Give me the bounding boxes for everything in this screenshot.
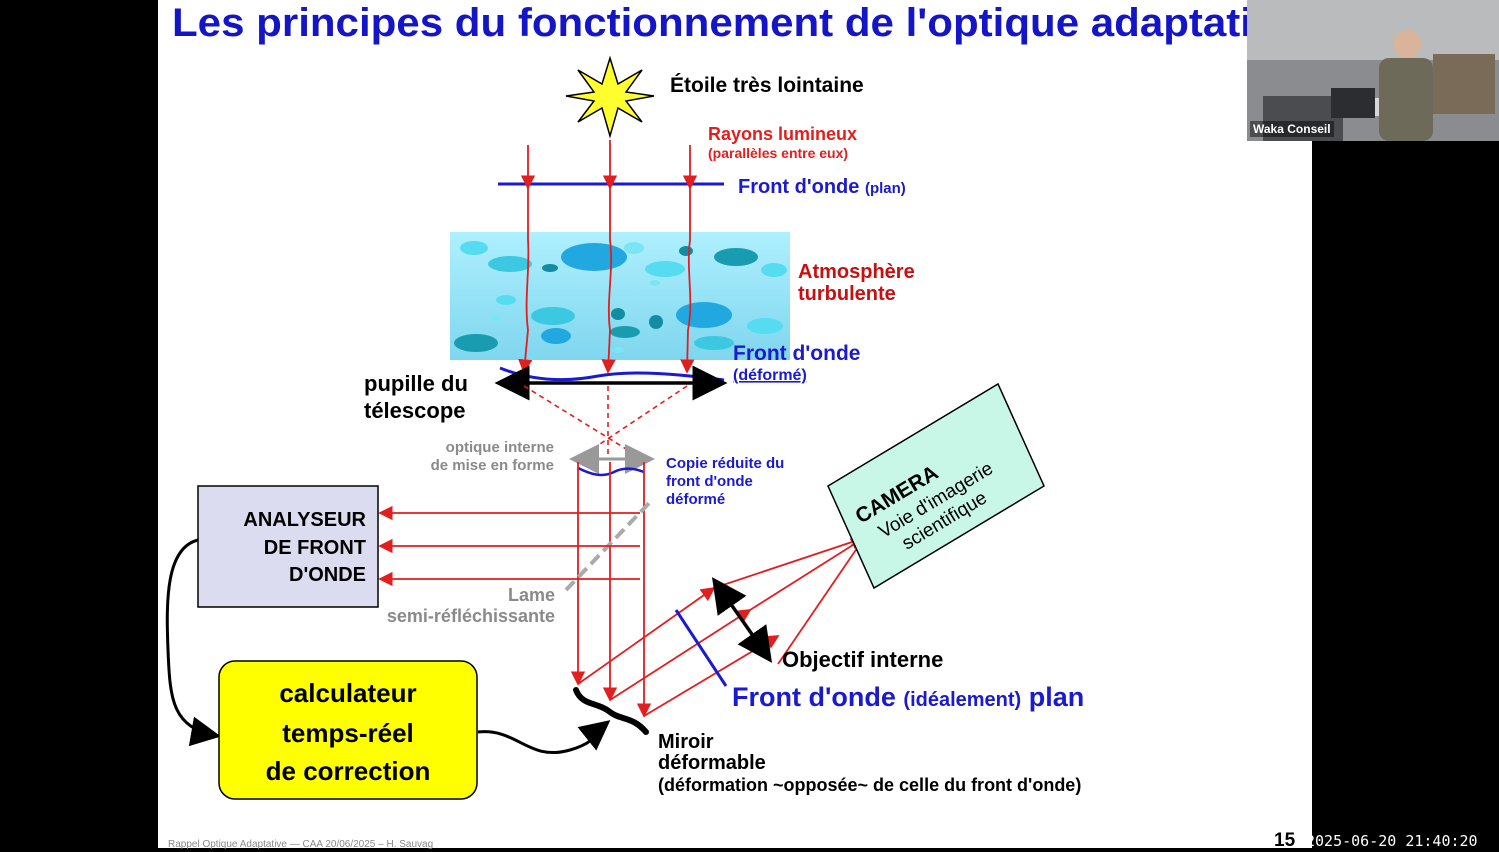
webcam-video [1247,0,1499,141]
atmosphere-label-2: turbulente [798,283,896,305]
recording-timestamp: 2025-06-20 21:40:20 [1306,832,1478,850]
corrected-wavefront [674,609,728,687]
analyser-label-3: D'ONDE [289,564,366,586]
analyser-to-calculator-link [165,538,221,747]
calculator-label-3: de correction [266,756,431,786]
copy-label-3: déformé [666,491,725,508]
rays-sublabel: (parallèles entre eux) [708,145,848,161]
copy-label-1: Copie réduite du [666,455,784,472]
science-camera: CAMERA Voie d'imagerie scientifique [827,382,1045,590]
beam-splitter-label-2: semi-réfléchissante [387,606,555,626]
rays-label: Rayons lumineux [708,124,857,144]
internal-objective [711,577,773,663]
webcam-thumbnail[interactable]: Waka Conseil [1247,0,1499,141]
slide-title: Les principes du fonctionnement de l'opt… [172,1,1252,45]
mirror-label-3: (déformation ~opposée~ de celle du front… [658,775,1081,795]
beam-splitter [564,498,654,592]
wavefront-analyser: ANALYSEUR DE FRONT D'ONDE [197,485,379,608]
pupil-label-1: pupille du [364,371,468,396]
deformed-wavefront-label: Front d'onde [733,342,860,365]
calculator-label-2: temps-réel [282,718,414,748]
analyser-label-2: DE FRONT [264,537,366,559]
diagram: Les principes du fonctionnement de l'opt… [165,1,1252,800]
atmosphere-label-1: Atmosphère [798,261,915,283]
calculator-to-mirror-link [477,720,611,754]
mirror-label-2: déformable [658,752,766,774]
pupil-label-2: télescope [364,398,466,423]
internal-optics-label-1: optique interne [446,439,554,456]
incoming-rays [518,140,698,374]
webcam-label: Waka Conseil [1250,121,1334,137]
internal-optics-label-2: de mise en forme [431,457,554,474]
calculator-label-1: calculateur [279,678,416,708]
realtime-calculator: calculateur temps-réel de correction [218,660,478,800]
mirror-label-1: Miroir [658,731,714,753]
analyser-label-1: ANALYSEUR [243,509,366,531]
slide: Les principes du fonctionnement de l'opt… [158,0,1312,848]
objective-label: Objectif interne [782,647,943,672]
deformed-wavefront-sublabel: (déformé) [733,367,807,384]
deformable-mirror [573,687,649,735]
beam-splitter-label-1: Lame [508,585,555,605]
analyser-rays [378,505,640,587]
plane-wavefront-label: Front d'onde (plan) [738,176,906,198]
page-number: 15 [1274,830,1296,851]
star-label: Étoile très lointaine [670,74,864,97]
star-icon [565,55,655,139]
deformed-wavefront [499,366,725,382]
copy-label-2: front d'onde [666,473,753,490]
slide-footer: Rappel Optique Adaptative — CAA 20/06/20… [168,839,434,850]
turbulent-atmosphere [450,232,790,360]
reduced-wavefront-copy [577,466,645,477]
corrected-wavefront-label: Front d'onde (idéalement) plan [732,682,1084,712]
